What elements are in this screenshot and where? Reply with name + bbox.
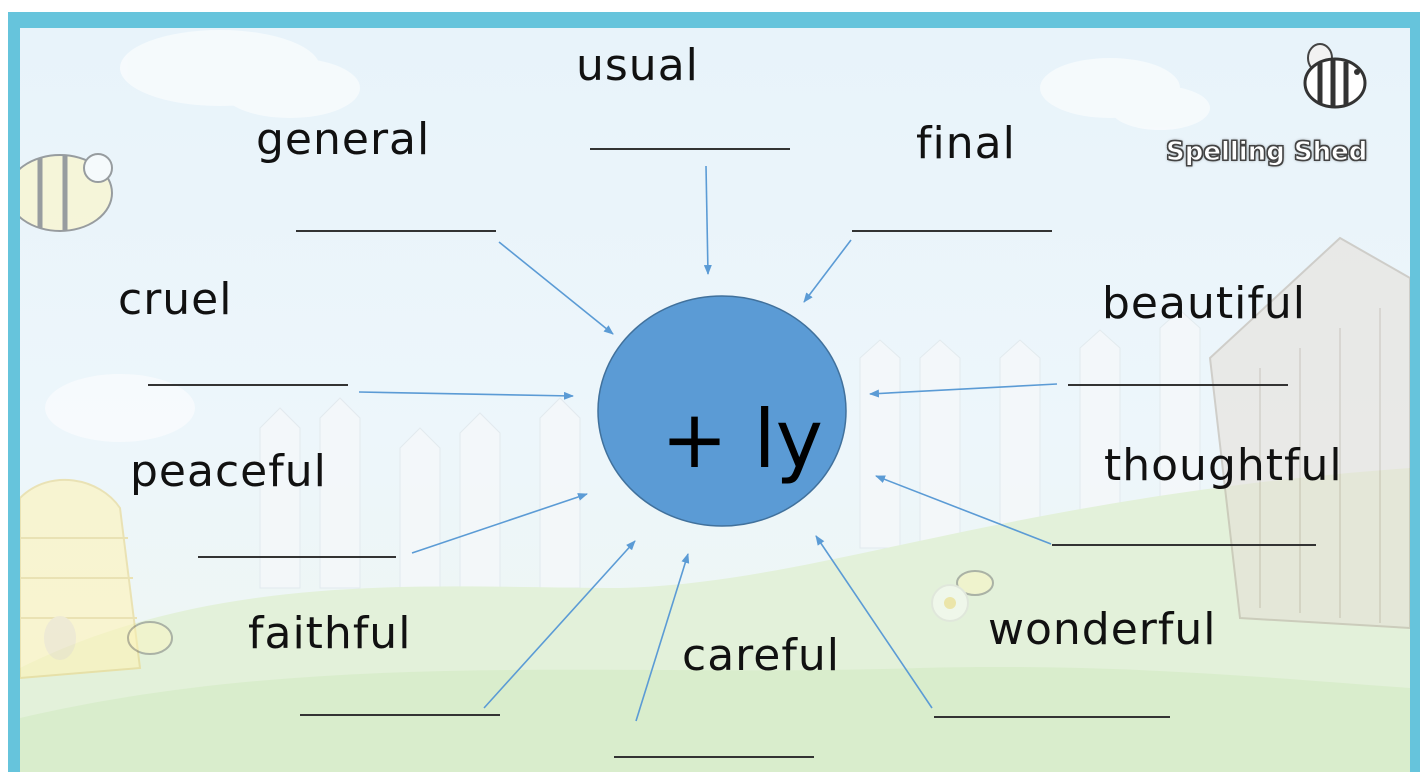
answer-blank-wonderful[interactable] xyxy=(934,716,1170,718)
word-peaceful: peaceful xyxy=(130,446,327,497)
answer-blank-general[interactable] xyxy=(296,230,496,232)
arrow-careful xyxy=(635,553,690,722)
arrow-general xyxy=(498,241,614,335)
diagram-arrows xyxy=(358,165,1058,722)
answer-blank-faithful[interactable] xyxy=(300,714,500,716)
logo-text: Spelling Shed xyxy=(1165,137,1368,168)
arrow-final xyxy=(803,239,852,303)
center-circle xyxy=(597,295,847,527)
arrow-beautiful xyxy=(869,383,1058,398)
word-beautiful: beautiful xyxy=(1102,278,1306,329)
shed xyxy=(1208,236,1410,630)
clouds xyxy=(45,30,1210,442)
center-suffix-label: + ly xyxy=(660,393,824,486)
word-thoughtful: thoughtful xyxy=(1104,440,1343,491)
answer-blank-peaceful[interactable] xyxy=(198,556,396,558)
word-wonderful: wonderful xyxy=(988,604,1217,655)
arrow-cruel xyxy=(358,391,574,400)
arrow-usual xyxy=(703,165,712,275)
arrow-peaceful xyxy=(411,493,588,554)
logo-graphic xyxy=(1303,43,1367,109)
word-careful: careful xyxy=(682,630,840,681)
bee-decoration-left xyxy=(20,153,113,232)
background-scene xyxy=(20,30,1410,772)
word-faithful: faithful xyxy=(248,608,412,659)
hill-front xyxy=(20,667,1410,772)
arrow-faithful xyxy=(483,540,636,709)
worksheet-slide: Spelling Shed + ly usual general final c… xyxy=(20,28,1410,772)
answer-blank-beautiful[interactable] xyxy=(1068,384,1288,386)
bee-icon xyxy=(1303,43,1367,109)
word-final: final xyxy=(916,118,1016,169)
beehive xyxy=(20,478,142,680)
word-cruel: cruel xyxy=(118,274,233,325)
answer-blank-cruel[interactable] xyxy=(148,384,348,386)
bee-decoration-small xyxy=(127,570,994,655)
answer-blank-careful[interactable] xyxy=(614,756,814,758)
arrow-thoughtful xyxy=(875,475,1052,545)
answer-blank-usual[interactable] xyxy=(590,148,790,150)
arrow-wonderful xyxy=(815,535,933,709)
answer-blank-thoughtful[interactable] xyxy=(1052,544,1316,546)
word-usual: usual xyxy=(576,40,699,91)
word-general: general xyxy=(256,114,431,165)
answer-blank-final[interactable] xyxy=(852,230,1052,232)
